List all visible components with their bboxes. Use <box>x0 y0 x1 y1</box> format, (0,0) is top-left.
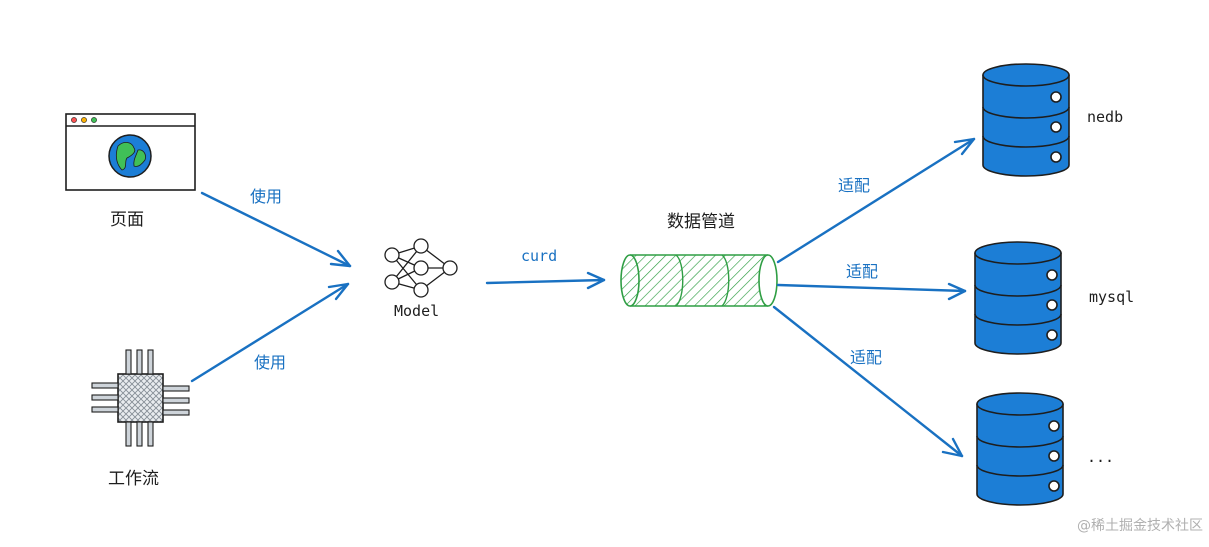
database-more-icon <box>976 392 1064 506</box>
database-mysql-icon <box>974 241 1062 355</box>
pipe-cylinder-icon <box>620 254 778 307</box>
arrow-pipeline-to-nedb <box>776 137 976 264</box>
watermark: @稀土掘金技术社区 <box>1077 518 1203 534</box>
arrow-pipeline-to-mysql <box>776 282 967 301</box>
edge-label-pipeline-to-mysql: 适配 <box>846 262 879 281</box>
node-label-workflow: 工作流 <box>108 469 159 489</box>
edge-label-page-to-model: 使用 <box>250 187 283 206</box>
chip-icon <box>91 349 190 447</box>
node-label-mysql: mysql <box>1089 288 1135 306</box>
edge-label-pipeline-to-nedb: 适配 <box>838 176 871 195</box>
arrow-model-to-pipeline <box>485 271 606 290</box>
node-label-nedb: nedb <box>1087 108 1124 126</box>
node-label-model: Model <box>394 302 440 320</box>
edge-label-pipeline-to-more: 适配 <box>850 348 883 367</box>
arrow-workflow-to-model <box>190 282 350 383</box>
neural-network-icon <box>384 238 458 298</box>
arrow-pipeline-to-more <box>772 305 964 458</box>
node-label-page: 页面 <box>110 210 144 230</box>
node-label-pipeline: 数据管道 <box>667 212 735 232</box>
edge-label-workflow-to-model: 使用 <box>254 353 287 372</box>
edge-label-model-to-pipeline: curd <box>521 247 558 265</box>
browser-globe-icon <box>65 113 196 191</box>
node-label-more: ... <box>1087 448 1115 466</box>
database-nedb-icon <box>982 63 1070 177</box>
arrow-page-to-model <box>200 191 352 268</box>
